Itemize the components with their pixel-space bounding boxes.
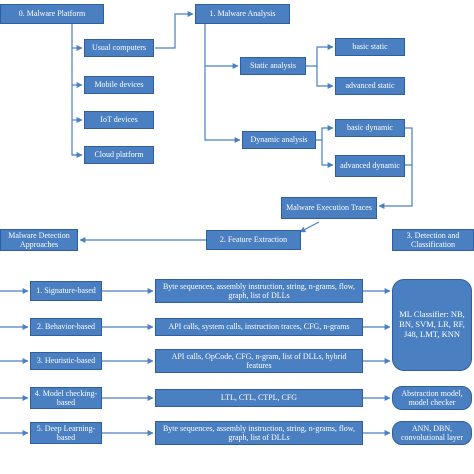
execution-traces-box: Malware Execution Traces <box>281 197 377 219</box>
approach-behavior-box: 2. Behavior-based <box>30 318 102 336</box>
deep-learning-classifier-box: ANN, DBN, convolutional layer <box>392 421 472 445</box>
platform-usual-computers: Usual computers <box>84 39 154 57</box>
features-model-checking-box: LTL, CTL, CTPL, CFG <box>155 389 363 407</box>
basic-dynamic-box: basic dynamic <box>335 119 405 137</box>
dynamic-analysis-box: Dynamic analysis <box>242 131 316 149</box>
features-signature-box: Byte sequences, assembly instruction, st… <box>155 279 363 303</box>
advanced-dynamic-box: advanced dynamic <box>335 155 405 177</box>
approach-signature-box: 1. Signature-based <box>30 281 102 301</box>
platform-mobile-devices: Mobile devices <box>84 76 154 94</box>
features-heuristic-box: API calls, OpCode, CFG, n-gram, list of … <box>155 349 363 373</box>
advanced-static-box: advanced static <box>335 77 405 95</box>
basic-static-box: basic static <box>335 38 405 56</box>
approach-deep-learning-box: 5. Deep Learning-based <box>30 422 102 444</box>
platform-iot-devices: IoT devices <box>84 111 154 129</box>
feature-extraction-box: 2. Feature Extraction <box>206 230 301 250</box>
features-deep-learning-box: Byte sequences, assembly instruction, st… <box>155 421 363 445</box>
approach-model-checking-box: 4. Model checking-based <box>30 387 102 409</box>
approach-heuristic-box: 3. Heuristic-based <box>30 352 102 370</box>
model-checker-box: Abstraction model, model checker <box>392 386 472 410</box>
malware-analysis-box: 1. Malware Analysis <box>195 4 290 24</box>
features-behavior-box: API calls, system calls, instruction tra… <box>155 318 363 336</box>
detection-classification-box: 3. Detection and Classification <box>392 229 474 251</box>
ml-classifier-box: ML Classifier: NB, BN, SVM, LR, RF, J48,… <box>392 279 472 371</box>
static-analysis-box: Static analysis <box>240 57 306 75</box>
malware-platform-box: 0. Malware Platform <box>0 4 104 24</box>
platform-cloud: Cloud platform <box>84 146 154 164</box>
detection-approaches-box: Malware Detection Approaches <box>0 229 78 251</box>
